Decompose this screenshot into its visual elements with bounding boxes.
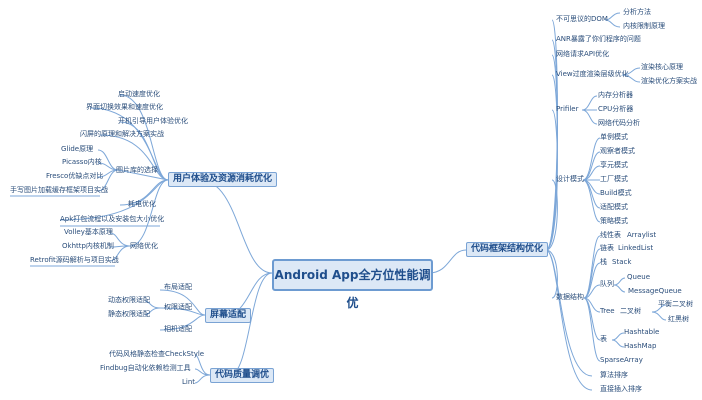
node-rbtree[interactable]: 红黑树 [668, 315, 689, 323]
branch-quality[interactable]: 代码质量调优 [210, 368, 275, 383]
node-queue-label[interactable]: 队列 [600, 280, 614, 288]
node-retrofit[interactable]: Retrofit源码解析与项目实战 [30, 256, 119, 264]
node-lint[interactable]: Lint [182, 378, 196, 386]
node-insert-sort[interactable]: 直接插入排序 [600, 385, 642, 393]
node-flyweight[interactable]: 享元模式 [600, 161, 628, 169]
node-power[interactable]: 耗电优化 [128, 200, 156, 208]
branch-framework[interactable]: 代码框架结构优化 [466, 242, 549, 257]
node-dynamic[interactable]: 动态权限适配 [108, 296, 150, 304]
node-permission[interactable]: 权限适配 [164, 303, 192, 311]
branch-ux[interactable]: 用户体验及资源消耗优化 [168, 172, 278, 187]
node-dom[interactable]: 不可思议的DOM [556, 15, 608, 23]
node-network[interactable]: 网络优化 [130, 242, 158, 250]
node-cpu-analyzer[interactable]: CPU分析器 [598, 105, 634, 113]
node-picasso[interactable]: Picasso内核 [62, 158, 102, 166]
node-glide[interactable]: Glide原理 [61, 145, 94, 153]
node-netapi[interactable]: 网络请求API优化 [556, 50, 610, 58]
node-startup[interactable]: 启动速度优化 [118, 90, 160, 98]
node-observer[interactable]: 观察者模式 [600, 147, 635, 155]
node-sparsearray[interactable]: SparseArray [600, 356, 643, 364]
node-factory[interactable]: 工厂模式 [600, 175, 628, 183]
node-static[interactable]: 静态权限适配 [108, 310, 150, 318]
node-memory-leak[interactable]: 内核限制原理 [623, 22, 665, 30]
node-algo[interactable]: 算法排序 [600, 371, 628, 379]
node-ds[interactable]: 数据结构 [556, 293, 584, 301]
node-messagequeue[interactable]: MessageQueue [628, 287, 682, 295]
node-arraylist[interactable]: Arraylist [627, 231, 657, 239]
node-design[interactable]: 设计模式 [556, 175, 584, 183]
node-tree[interactable]: Tree [600, 307, 615, 315]
node-net-analyzer[interactable]: 网络代码分析 [598, 119, 640, 127]
node-render-core[interactable]: 渲染核心原理 [641, 63, 683, 71]
node-transition[interactable]: 界面切换效果和速度优化 [86, 103, 163, 111]
node-view[interactable]: View过度渲染层级优化 [556, 70, 629, 78]
node-stack[interactable]: Stack [612, 258, 632, 266]
node-anr[interactable]: ANR暴露了你们程序的问题 [556, 35, 641, 43]
node-findbug[interactable]: Findbug自动化依赖检测工具 [100, 364, 191, 372]
node-hashtable[interactable]: Hashtable [624, 328, 660, 336]
node-adapter[interactable]: 适配模式 [600, 203, 628, 211]
node-hashmap[interactable]: HashMap [624, 342, 657, 350]
node-queue[interactable]: Queue [627, 273, 650, 281]
node-bintree[interactable]: 二叉树 [620, 307, 641, 315]
node-apk[interactable]: Apk打包流程以及安装包大小优化 [60, 215, 165, 223]
node-mem-analyzer[interactable]: 内存分析器 [598, 91, 633, 99]
node-flash[interactable]: 闪屏的原理和解决方案实战 [80, 130, 164, 138]
branch-screen[interactable]: 屏幕适配 [205, 308, 252, 323]
node-singleton[interactable]: 单例模式 [600, 133, 628, 141]
node-layout[interactable]: 布局适配 [164, 283, 192, 291]
node-profiler[interactable]: Prifiler [556, 105, 579, 113]
node-linkedlist[interactable]: LinkedList [618, 244, 654, 252]
node-linear[interactable]: 线性表 [600, 231, 621, 239]
node-guide[interactable]: 开机引导用户体验优化 [118, 117, 188, 125]
node-stack-label[interactable]: 栈 [600, 258, 607, 266]
node-strategy[interactable]: 策略模式 [600, 217, 628, 225]
node-handwrite[interactable]: 手写图片加载缓存框架项目实战 [10, 186, 108, 194]
node-chain[interactable]: 链表 [600, 244, 614, 252]
node-render-plan[interactable]: 渲染优化方案实战 [641, 77, 697, 85]
node-map[interactable]: 表 [600, 335, 607, 343]
node-analysis[interactable]: 分析方法 [623, 8, 651, 16]
node-okhttp[interactable]: Okhttp内核机制 [62, 242, 114, 250]
node-builder[interactable]: Build模式 [600, 189, 632, 197]
root-node[interactable]: Android App全方位性能调优 [272, 259, 433, 310]
node-checkstyle[interactable]: 代码风格静态检查CheckStyle [109, 350, 205, 358]
node-fresco[interactable]: Fresco优缺点对比 [46, 172, 104, 180]
node-avl[interactable]: 平衡二叉树 [658, 300, 693, 308]
node-camera[interactable]: 相机适配 [164, 325, 192, 333]
node-image-lib[interactable]: 图片库的选择 [116, 166, 158, 174]
node-volley[interactable]: Volley基本原理 [64, 228, 113, 236]
